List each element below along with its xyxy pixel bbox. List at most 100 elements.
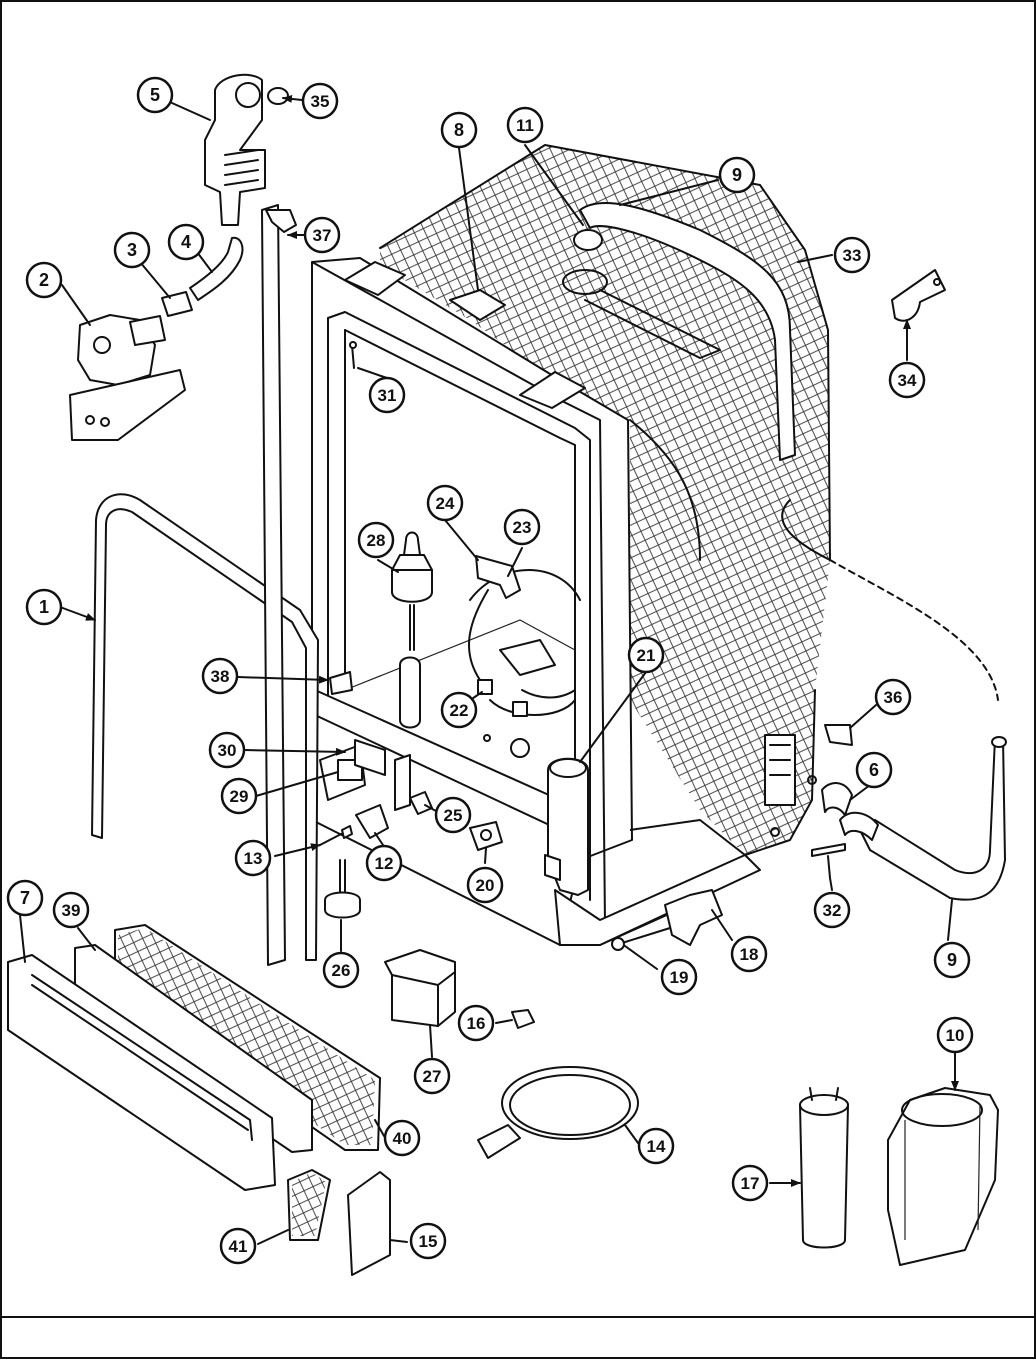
callout-number: 32 xyxy=(823,901,842,920)
callout-circle xyxy=(730,935,768,973)
callout-number: 3 xyxy=(127,240,137,260)
callout-39: 39 xyxy=(52,891,90,929)
callout-circle xyxy=(888,361,926,399)
callout-circle xyxy=(365,844,403,882)
callout-circle xyxy=(219,1227,257,1265)
drain-components xyxy=(799,1087,999,1266)
callout-number: 10 xyxy=(946,1026,965,1045)
callout-number: 18 xyxy=(740,945,759,964)
callout-35: 35 xyxy=(301,82,339,120)
callout-number: 24 xyxy=(436,494,455,513)
callout-16: 16 xyxy=(457,1004,495,1042)
callout-circle xyxy=(113,231,151,269)
callout-number: 15 xyxy=(419,1232,438,1251)
callout-number: 30 xyxy=(218,741,237,760)
callout-number: 22 xyxy=(450,701,469,720)
callout-number: 9 xyxy=(732,165,742,185)
callout-1: 1 xyxy=(25,588,63,626)
callout-number: 13 xyxy=(244,849,263,868)
callout-7: 7 xyxy=(6,879,44,917)
mounting-bracket xyxy=(664,889,723,946)
callout-circle xyxy=(368,376,406,414)
callout-20: 20 xyxy=(466,866,504,904)
callout-circle xyxy=(855,751,893,789)
callout-number: 23 xyxy=(513,518,532,537)
callout-circle xyxy=(303,216,341,254)
callout-37: 37 xyxy=(303,216,341,254)
callout-circle xyxy=(874,678,912,716)
callout-number: 17 xyxy=(741,1174,760,1193)
callout-14: 14 xyxy=(637,1127,675,1165)
callout-circle xyxy=(660,958,698,996)
callout-33: 33 xyxy=(833,236,871,274)
callout-number: 40 xyxy=(393,1129,412,1148)
callout-circle xyxy=(25,588,63,626)
junction-box xyxy=(384,949,456,1027)
callout-number: 25 xyxy=(444,806,463,825)
callout-number: 5 xyxy=(150,85,160,105)
callout-circle xyxy=(201,657,239,695)
callout-number: 41 xyxy=(229,1237,248,1256)
callout-circle xyxy=(933,941,971,979)
callout-number: 20 xyxy=(476,876,495,895)
callout-circle xyxy=(167,223,205,261)
callout-38: 38 xyxy=(201,657,239,695)
callout-number: 16 xyxy=(467,1014,486,1033)
callout-27: 27 xyxy=(413,1057,451,1095)
callout-number: 29 xyxy=(230,787,249,806)
callout-number: 12 xyxy=(375,854,394,873)
callout-9: 9 xyxy=(718,156,756,194)
callout-25: 25 xyxy=(434,796,472,834)
callout-28: 28 xyxy=(357,521,395,559)
insulation-blanket xyxy=(380,145,830,855)
callout-circle xyxy=(357,521,395,559)
callout-circle xyxy=(413,1057,451,1095)
callout-41: 41 xyxy=(219,1227,257,1265)
callout-30: 30 xyxy=(208,731,246,769)
hose-clip xyxy=(891,269,946,322)
callout-circle xyxy=(936,1016,974,1054)
callout-23: 23 xyxy=(503,508,541,546)
callout-34: 34 xyxy=(888,361,926,399)
callout-15: 15 xyxy=(409,1222,447,1260)
callout-circle xyxy=(426,484,464,522)
callout-circle xyxy=(637,1127,675,1165)
callout-number: 11 xyxy=(516,116,534,135)
leader-lines xyxy=(19,94,959,1245)
callout-6: 6 xyxy=(855,751,893,789)
callout-number: 36 xyxy=(884,688,903,707)
callout-number: 8 xyxy=(454,120,464,140)
callout-number: 34 xyxy=(898,371,917,390)
side-strip xyxy=(261,204,286,966)
callout-number: 33 xyxy=(843,246,862,265)
callout-circle xyxy=(440,111,478,149)
callout-circle xyxy=(833,236,871,274)
callout-number: 7 xyxy=(20,888,30,908)
callout-circle xyxy=(25,261,63,299)
callout-4: 4 xyxy=(167,223,205,261)
door-gasket xyxy=(91,493,319,961)
callout-circle xyxy=(813,891,851,929)
callout-circle xyxy=(457,1004,495,1042)
callout-18: 18 xyxy=(730,935,768,973)
callout-8: 8 xyxy=(440,111,478,149)
callout-number: 1 xyxy=(39,597,49,617)
callout-17: 17 xyxy=(731,1164,769,1202)
callout-number: 14 xyxy=(647,1137,666,1156)
callout-circle xyxy=(440,691,478,729)
callout-24: 24 xyxy=(426,484,464,522)
callout-number: 39 xyxy=(62,901,81,920)
footer-rule xyxy=(0,1316,1036,1318)
callout-number: 38 xyxy=(211,667,230,686)
callout-number: 6 xyxy=(869,760,879,780)
fill-funnel xyxy=(204,73,289,226)
heater-and-spray xyxy=(468,569,581,758)
inlet-valve xyxy=(69,236,244,441)
float-switch xyxy=(391,531,521,729)
callout-36: 36 xyxy=(874,678,912,716)
callout-circle xyxy=(322,951,360,989)
callout-number: 27 xyxy=(423,1067,442,1086)
callout-circle xyxy=(627,636,665,674)
